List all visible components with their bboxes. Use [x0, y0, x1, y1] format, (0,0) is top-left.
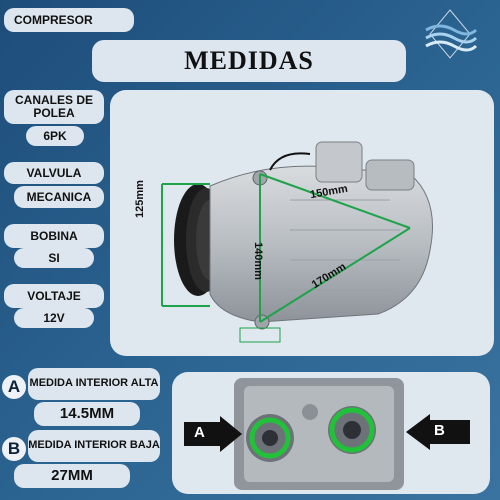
spec-pulley-value: 6PK [26, 126, 84, 146]
port-b-arrow-letter: B [434, 422, 445, 439]
port-b-value: 27mm [14, 464, 130, 488]
port-a-value: 14.5mm [34, 402, 140, 426]
compressor-illustration [161, 141, 433, 343]
spec-voltage-label: VOLTAJE [4, 284, 104, 308]
port-b-label: MEDIDA INTERIOR BAJA [28, 430, 160, 462]
dimension-lines [161, 173, 411, 323]
dim-body-height-label: 140mm [252, 242, 264, 280]
compressor-photo-panel: 125mm 140mm 150mm 170mm [110, 90, 494, 356]
port-a-label: MEDIDA INTERIOR ALTA [28, 368, 160, 400]
spec-coil-value: SI [14, 248, 94, 268]
port-a-badge: A [2, 375, 26, 399]
dim-height-label: 125mm [134, 180, 146, 218]
port-b-badge: B [2, 437, 26, 461]
spec-valve-label: VALVULA [4, 162, 104, 184]
page-title: MEDIDAS [92, 40, 406, 82]
spec-voltage-value: 12V [14, 308, 94, 328]
category-label: COMPRESOR [4, 8, 134, 32]
spec-coil-label: BOBINA [4, 224, 104, 248]
port-a-arrow-letter: A [194, 424, 205, 441]
ports-illustration [234, 378, 404, 490]
waves-logo-icon [420, 6, 480, 62]
port-b-arrow-icon [406, 414, 470, 450]
ports-photo-panel: A B [172, 372, 490, 494]
port-a-arrow-icon [184, 416, 242, 452]
spec-valve-value: MECANICA [14, 186, 104, 208]
spec-pulley-label: CANALES DE POLEA [4, 90, 104, 124]
